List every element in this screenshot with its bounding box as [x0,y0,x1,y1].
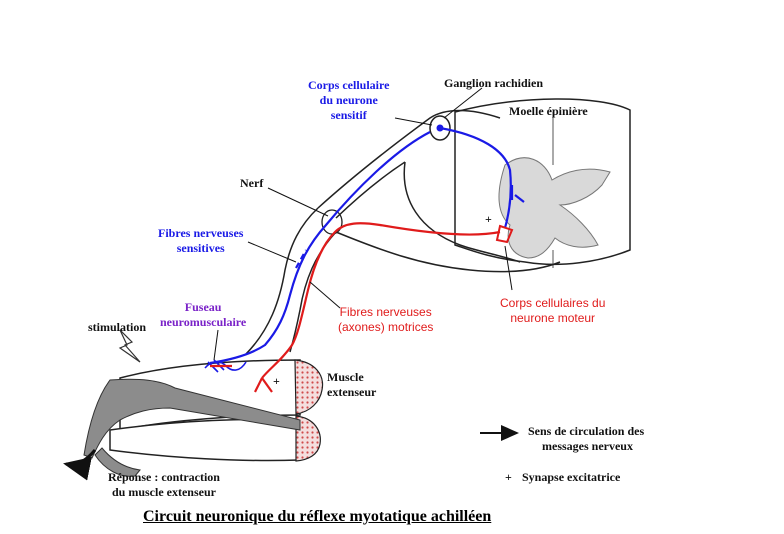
label-corps-moteur-line1: Corps cellulaires du [500,296,606,310]
label-reponse-line2: du muscle extenseur [111,485,216,499]
label-fuseau-line2: neuromusculaire [160,315,247,329]
label-muscle-line2: extenseur [327,385,377,399]
bone [83,378,301,459]
response-arrow [63,449,97,481]
legend-synapse-symbol: + [505,470,512,484]
label-muscle: Muscle extenseur [327,370,376,400]
label-fibres-sensitives-line1: Fibres nerveuses [158,226,244,240]
muscle-extenseur-shape [294,359,324,415]
label-ganglion: Ganglion rachidien [444,76,544,90]
label-corps-sensitif: Corps cellulaire du neurone sensitif [308,78,389,123]
leader-lines [213,87,513,361]
label-fibres-motrices: Fibres nerveuses (axones) motrices [338,305,433,335]
label-fuseau: Fuseau neuromusculaire [160,300,246,330]
legend-sens: Sens de circulation des messages nerveux [528,424,644,454]
motor-neuron [210,222,501,393]
label-fuseau-line1: Fuseau [184,300,222,314]
label-corps-moteur: Corps cellulaires du neurone moteur [500,296,605,326]
legend-sens-line1: Sens de circulation des [528,424,645,438]
sensory-neuron [209,126,525,365]
grey-matter [498,157,611,259]
label-fibres-motrices-line2: (axones) motrices [338,320,434,334]
label-muscle-line1: Muscle [327,370,364,384]
leg [83,359,324,477]
legend-sens-line2: messages nerveux [542,439,633,453]
label-nerf: Nerf [240,176,264,190]
synapse-plus-moelle: + [485,212,492,226]
label-moelle: Moelle épinière [509,104,588,118]
muscle-inferieur-shape [295,415,321,462]
label-corps-sensitif-line3: sensitif [330,108,367,122]
synapse-plus: + [273,374,280,388]
label-fibres-sensitives: Fibres nerveuses sensitives [158,226,243,256]
label-fibres-sensitives-line2: sensitives [176,241,225,255]
spinal-cord [454,98,631,268]
stimulation-bolt [118,329,141,363]
label-corps-sensitif-line1: Corps cellulaire [308,78,390,92]
motor-cell-body [495,224,514,244]
sensory-cell-body [436,124,444,132]
label-reponse: Réponse : contraction du muscle extenseu… [108,470,220,500]
label-corps-sensitif-line2: du neurone [319,93,378,107]
legend-synapse: Synapse excitatrice [522,470,621,484]
label-reponse-line1: Réponse : contraction [108,470,220,484]
figure-title: Circuit neuronique du réflexe myotatique… [143,508,492,525]
label-corps-moteur-line2: neurone moteur [510,311,596,325]
label-fibres-motrices-line1: Fibres nerveuses [339,305,432,319]
nerf-section [321,209,343,235]
label-stimulation: stimulation [88,320,147,334]
